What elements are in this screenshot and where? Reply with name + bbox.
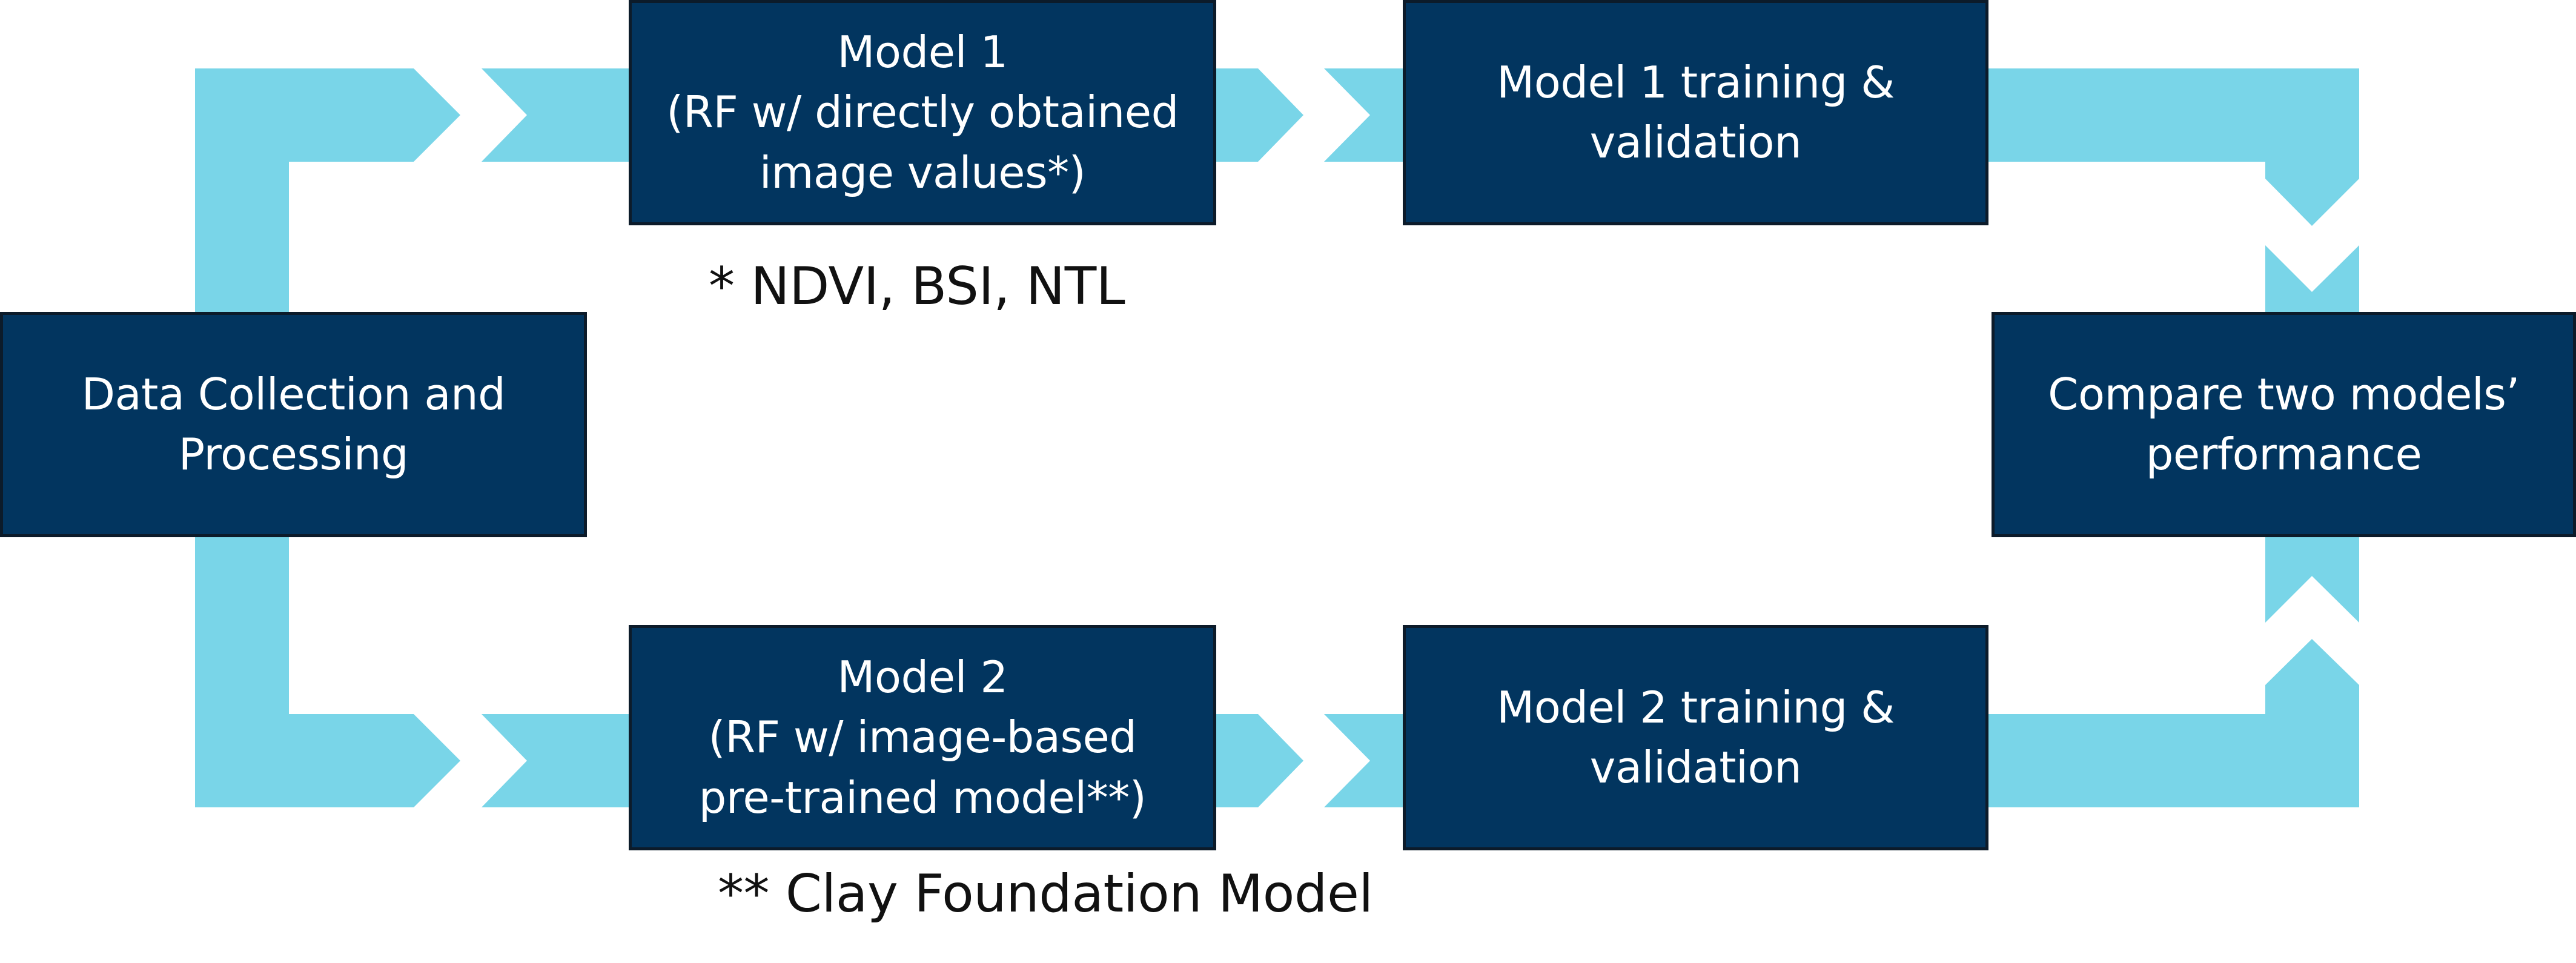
compare-line-1: Compare two models’ — [2048, 368, 2520, 420]
bottom-right-up-arrow-connector — [1988, 639, 2359, 807]
model-1-training-line-1: Model 1 training & — [1497, 56, 1895, 108]
bottom-left-arrow-connector — [195, 714, 460, 807]
model-1-line-3: image values*) — [759, 147, 1086, 198]
compare-line-2: performance — [2145, 429, 2422, 480]
model-2-line-1: Model 2 — [837, 651, 1008, 703]
bottom-middle-chevron — [1324, 714, 1403, 807]
bottom-middle-arrow-connector — [1216, 714, 1303, 807]
top-left-arrow-connector — [195, 68, 460, 162]
bottom-right-up-chevron — [2265, 537, 2359, 623]
model-2-training-box: Model 2 training & validation — [1403, 625, 1988, 850]
model-1-training-box: Model 1 training & validation — [1403, 0, 1988, 225]
top-middle-chevron — [1324, 68, 1403, 162]
data-collection-line-1: Data Collection and — [81, 368, 506, 420]
model-2-footnote: ** Clay Foundation Model — [718, 864, 1373, 924]
bottom-left-chevron — [482, 714, 629, 807]
model-1-line-2: (RF w/ directly obtained — [666, 87, 1179, 138]
model-2-training-line-1: Model 2 training & — [1497, 681, 1895, 733]
model-2-line-2: (RF w/ image-based — [708, 712, 1137, 763]
top-middle-arrow-connector — [1216, 68, 1303, 162]
top-left-chevron — [482, 68, 629, 162]
model-2-line-3: pre-trained model**) — [698, 772, 1147, 823]
model-1-footnote: * NDVI, BSI, NTL — [709, 256, 1125, 317]
top-right-down-chevron — [2265, 245, 2359, 312]
model-1-box: Model 1 (RF w/ directly obtained image v… — [629, 0, 1216, 225]
compare-models-box: Compare two models’ performance — [1992, 312, 2576, 537]
model-2-training-line-2: validation — [1589, 742, 1802, 793]
top-right-down-arrow-connector — [1988, 68, 2359, 226]
model-1-line-1: Model 1 — [837, 26, 1008, 78]
data-collection-box: Data Collection and Processing — [0, 312, 587, 537]
model-2-box: Model 2 (RF w/ image-based pre-trained m… — [629, 625, 1216, 850]
model-1-training-line-2: validation — [1589, 117, 1802, 168]
data-collection-line-2: Processing — [178, 429, 409, 480]
